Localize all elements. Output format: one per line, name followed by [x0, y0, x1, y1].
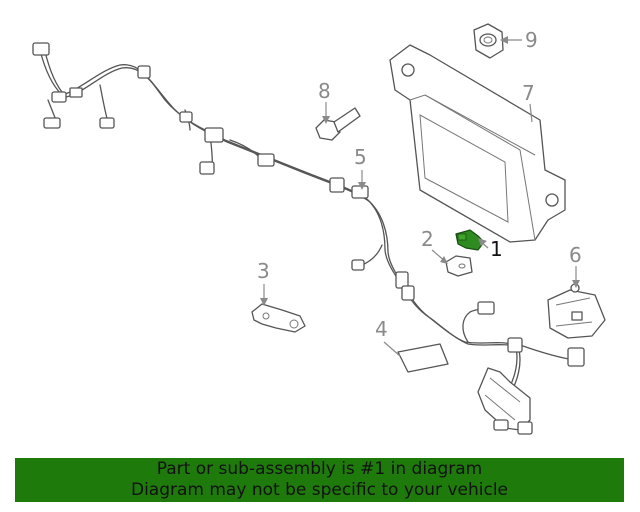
sensor-part-3 [251, 303, 306, 333]
wiring-harness [32, 42, 585, 435]
bolt [315, 107, 361, 141]
label-part-4 [397, 343, 449, 373]
callout-3: 3 [257, 259, 270, 283]
parts-diagram: 1 2 3 4 5 6 7 8 9 [32, 23, 606, 435]
callout-8: 8 [318, 79, 331, 103]
antenna-part-6 [547, 283, 606, 339]
callout-1: 1 [490, 237, 503, 261]
control-module [389, 44, 566, 243]
nut [473, 23, 504, 59]
callout-leaders [260, 36, 580, 357]
info-banner: Part or sub-assembly is #1 in diagram Di… [15, 458, 624, 502]
callout-7: 7 [522, 81, 535, 105]
banner-line-2: Diagram may not be specific to your vehi… [130, 480, 508, 500]
banner-line-1: Part or sub-assembly is #1 in diagram [156, 459, 483, 479]
callout-4: 4 [375, 317, 388, 341]
bracket-part-2 [445, 255, 473, 277]
callout-2: 2 [421, 227, 434, 251]
callout-5: 5 [354, 145, 367, 169]
callout-9: 9 [525, 28, 538, 52]
callout-6: 6 [569, 243, 582, 267]
